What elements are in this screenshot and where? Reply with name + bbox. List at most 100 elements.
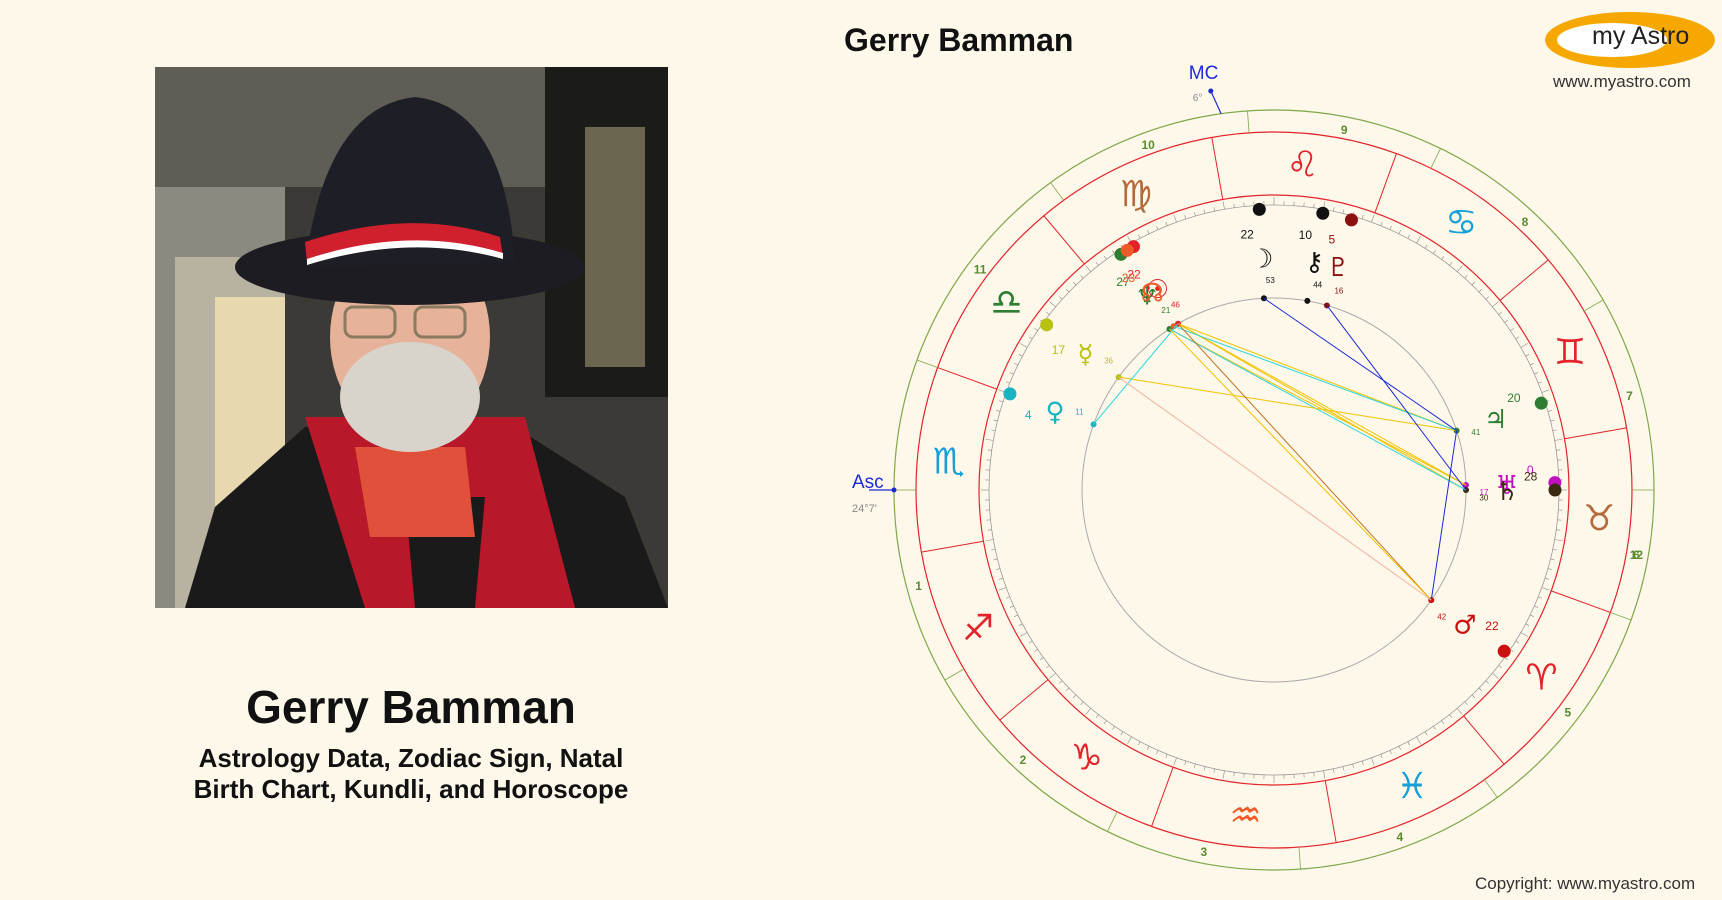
chart-outer-ring bbox=[893, 109, 1655, 871]
sign-boundary bbox=[1463, 715, 1505, 765]
degree-tick bbox=[1194, 212, 1196, 217]
degree-tick bbox=[1103, 256, 1107, 260]
planet-degree: 23 bbox=[1122, 271, 1136, 285]
degree-tick bbox=[1059, 680, 1063, 684]
degree-tick bbox=[1478, 687, 1483, 691]
planet-minutes: 16 bbox=[1334, 286, 1343, 295]
degree-tick bbox=[1332, 207, 1335, 212]
planet-minutes: 21 bbox=[1161, 306, 1170, 315]
aspect-line bbox=[1118, 376, 1457, 432]
degree-tick bbox=[1534, 605, 1539, 608]
degree-tick bbox=[1213, 207, 1216, 212]
house-cusp bbox=[1484, 779, 1498, 798]
degree-tick bbox=[1046, 311, 1050, 315]
degree-tick bbox=[1112, 726, 1115, 730]
planet-degree: 27 bbox=[1116, 275, 1130, 289]
degree-tick bbox=[1173, 757, 1177, 766]
degree-tick bbox=[1441, 256, 1445, 260]
site-url-link[interactable]: www.myastro.com bbox=[1553, 72, 1691, 91]
degree-tick bbox=[991, 429, 996, 432]
house-number: 10 bbox=[1141, 138, 1155, 152]
degree-tick bbox=[1034, 328, 1038, 331]
planet-minutes: 17 bbox=[1480, 488, 1489, 497]
planet-minutes: 30 bbox=[1479, 493, 1488, 502]
degree-tick bbox=[1534, 372, 1539, 375]
planet-minutes: 36 bbox=[1104, 357, 1113, 366]
degree-tick bbox=[1380, 221, 1383, 226]
degree-tick bbox=[1014, 363, 1018, 366]
aspect-line bbox=[1169, 328, 1432, 601]
planet-marker-mercury bbox=[1040, 318, 1054, 332]
degree-tick bbox=[1525, 623, 1530, 626]
aspect-line bbox=[1263, 297, 1457, 432]
neptune-icon: ♆ bbox=[1135, 282, 1158, 312]
myastro-logo[interactable]: my Astro bbox=[1545, 12, 1715, 68]
house-number: 3 bbox=[1200, 845, 1207, 859]
degree-tick bbox=[1028, 336, 1033, 340]
degree-tick bbox=[1332, 768, 1335, 773]
zodiac-sign-icon: ♊ bbox=[1554, 332, 1586, 373]
degree-tick bbox=[1554, 539, 1563, 542]
degree-tick bbox=[987, 449, 992, 451]
degree-tick bbox=[1456, 708, 1463, 715]
house-cusp bbox=[1583, 299, 1604, 312]
degree-tick bbox=[1552, 429, 1557, 432]
sign-boundary bbox=[1374, 153, 1397, 213]
aspect-point bbox=[1304, 297, 1311, 304]
degree-tick bbox=[1556, 449, 1561, 451]
sign-boundary bbox=[1151, 767, 1174, 827]
house-cusp bbox=[1050, 182, 1064, 201]
aspect-line bbox=[1173, 325, 1457, 432]
aspect-line bbox=[1169, 328, 1467, 486]
degree-tick bbox=[1530, 363, 1534, 366]
pluto-icon: ♇ bbox=[1327, 253, 1350, 283]
degree-tick bbox=[1342, 766, 1345, 771]
degree-tick bbox=[1449, 262, 1453, 266]
degree-tick bbox=[993, 419, 998, 422]
degree-tick bbox=[1065, 289, 1070, 293]
degree-tick bbox=[1433, 250, 1436, 254]
degree-tick bbox=[1554, 438, 1563, 441]
degree-tick bbox=[1095, 714, 1099, 718]
mercury-icon: ☿ bbox=[1078, 340, 1094, 370]
degree-tick bbox=[1510, 328, 1514, 331]
uranus-icon: ♅ bbox=[1495, 471, 1518, 501]
degree-tick bbox=[1352, 763, 1354, 768]
degree-tick bbox=[1485, 680, 1489, 684]
degree-tick bbox=[1120, 731, 1124, 736]
degree-tick bbox=[1014, 614, 1018, 617]
degree-tick bbox=[1059, 296, 1063, 300]
logo-inner-oval bbox=[1557, 23, 1667, 57]
house-number: 8 bbox=[1522, 215, 1529, 229]
house-cusp bbox=[1247, 110, 1250, 133]
degree-tick bbox=[1361, 215, 1364, 220]
aspect-line bbox=[1177, 323, 1432, 601]
degree-tick bbox=[1147, 230, 1150, 234]
saturn-icon: ♄ bbox=[1495, 477, 1518, 507]
degree-tick bbox=[1073, 694, 1077, 699]
venus-icon: ♀ bbox=[1046, 397, 1065, 427]
degree-tick bbox=[1541, 389, 1550, 393]
degree-tick bbox=[1547, 410, 1552, 412]
degree-tick bbox=[1127, 736, 1132, 744]
aspect-line bbox=[1326, 305, 1467, 491]
degree-tick bbox=[1147, 746, 1150, 750]
planet-degree: 22 bbox=[1240, 227, 1254, 241]
degree-tick bbox=[1028, 640, 1033, 644]
degree-tick bbox=[1049, 301, 1056, 308]
degree-tick bbox=[1005, 381, 1010, 384]
zodiac-sign-icon: ♎ bbox=[990, 283, 1022, 324]
degree-tick bbox=[1510, 649, 1514, 652]
degree-tick bbox=[1138, 741, 1141, 746]
zodiac-sign-icon: ♌ bbox=[1286, 145, 1318, 186]
chart-title: Gerry Bamman bbox=[844, 22, 1074, 58]
degree-tick bbox=[1433, 726, 1436, 730]
degree-tick bbox=[1103, 720, 1107, 724]
house-cusp bbox=[944, 668, 965, 681]
degree-tick bbox=[1416, 736, 1421, 744]
degree-tick bbox=[998, 587, 1007, 591]
degree-tick bbox=[1020, 343, 1028, 348]
moon-icon: ☽ bbox=[1250, 244, 1273, 274]
house-number: 2 bbox=[1020, 753, 1027, 767]
aspect-line bbox=[1093, 323, 1179, 425]
